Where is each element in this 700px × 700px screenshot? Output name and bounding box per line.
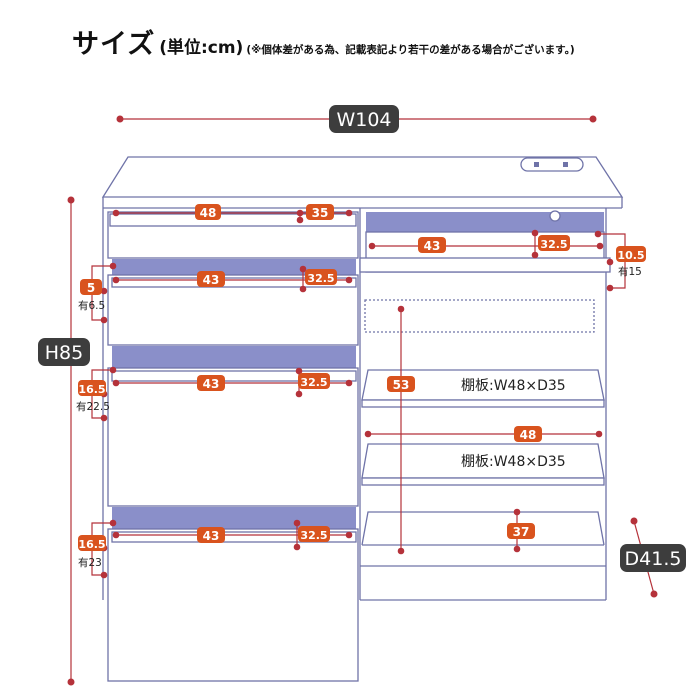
depth-label-bg xyxy=(620,544,686,572)
right-cabinet xyxy=(359,210,611,546)
drawer-3-cavity xyxy=(112,346,356,368)
note-drawer4-effective: 有23 xyxy=(78,556,102,569)
furniture-body xyxy=(101,156,624,601)
badge-right-drawer-height: 10.5 xyxy=(617,249,644,262)
badge-cabinet-width: 48 xyxy=(520,428,537,442)
shelf-2-label: 棚板:W48×D35 xyxy=(461,454,566,470)
height-label-bg xyxy=(38,338,90,366)
left-drawers xyxy=(107,211,359,682)
badge-drawer2-width: 43 xyxy=(203,273,220,287)
drawer-3 xyxy=(107,367,359,507)
badge-drawer3-height: 16.5 xyxy=(78,383,105,396)
badge-cabinet-height: 53 xyxy=(393,378,410,392)
badge-drawer3-width: 43 xyxy=(203,377,220,391)
badge-drawer4-height: 16.5 xyxy=(78,538,105,551)
drawer-2-cavity xyxy=(112,259,356,275)
drawer-4-cavity xyxy=(112,507,356,529)
overall-dimension-labels: W104 H85 D41.5 xyxy=(38,105,686,572)
title-note: (※個体差がある為、記載表記より若干の差がある場合がございます。) xyxy=(246,44,575,56)
badge-drawer4-depth: 32.5 xyxy=(300,529,327,542)
badge-right-drawer-width: 43 xyxy=(424,239,441,253)
title-unit: (単位:cm) xyxy=(159,38,244,58)
badge-drawer3-depth: 32.5 xyxy=(300,376,327,389)
badge-top-drawer-width: 48 xyxy=(200,206,217,220)
badge-right-drawer-depth: 32.5 xyxy=(540,238,567,251)
title-main: サイズ xyxy=(72,29,156,60)
badge-drawer2-depth: 32.5 xyxy=(307,272,334,285)
note-drawer3-effective: 有22.5 xyxy=(76,400,110,413)
note-drawer2-effective: 有6.5 xyxy=(78,299,105,312)
drawer-4 xyxy=(107,528,359,682)
note-right-drawer-effective: 有15 xyxy=(618,265,642,278)
right-drawer-cavity xyxy=(366,212,604,232)
badge-drawer4-width: 43 xyxy=(203,529,220,543)
effective-height-notes: 有6.5 有22.5 有23 有15 xyxy=(76,265,642,569)
width-label-bg xyxy=(329,105,399,133)
width-label: W104 xyxy=(336,109,391,131)
badge-top-drawer-depth: 35 xyxy=(312,206,329,220)
dimension-badges: 48 35 43 32.5 5 43 32.5 16.5 43 32.5 16.… xyxy=(78,204,646,551)
badge-cabinet-depth: 37 xyxy=(513,525,530,539)
height-label: H85 xyxy=(45,342,83,364)
badge-drawer2-height: 5 xyxy=(87,281,95,295)
shelf-1-label: 棚板:W48×D35 xyxy=(461,378,566,394)
depth-label: D41.5 xyxy=(625,548,682,570)
right-drawer-box xyxy=(364,299,595,333)
shelf-labels: 棚板:W48×D35 棚板:W48×D35 xyxy=(461,378,566,470)
outlet-icon xyxy=(520,157,584,172)
page-title: サイズ(単位:cm)(※個体差がある為、記載表記より若干の差がある場合がございま… xyxy=(72,22,575,61)
